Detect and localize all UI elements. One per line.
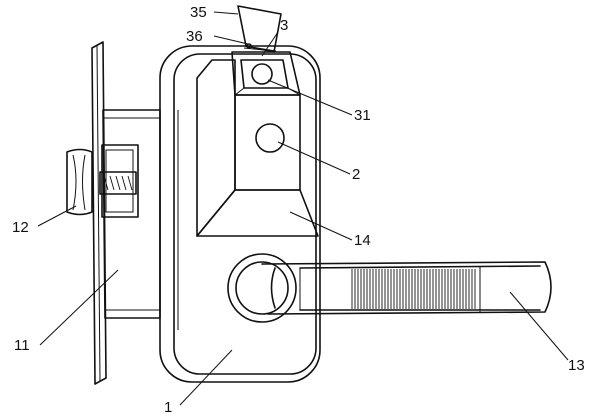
label-14: 14 xyxy=(354,232,371,249)
label-1: 1 xyxy=(164,399,172,416)
label-11: 11 xyxy=(14,337,30,354)
hinge xyxy=(243,43,265,51)
lock-housing xyxy=(159,45,321,383)
label-31: 31 xyxy=(354,107,371,124)
label-36: 36 xyxy=(186,28,203,45)
label-12: 12 xyxy=(12,219,29,236)
label-3: 3 xyxy=(280,17,288,34)
latch-bolt xyxy=(66,148,137,216)
label-13: 13 xyxy=(568,357,585,374)
label-2: 2 xyxy=(352,166,360,183)
mortise-body xyxy=(101,109,161,319)
faceplate xyxy=(91,41,107,385)
lever-handle xyxy=(227,253,552,323)
label-35: 35 xyxy=(190,4,207,21)
reference-labels: 35 36 3 31 2 14 12 11 13 1 xyxy=(12,4,585,416)
flip-cover xyxy=(237,5,282,53)
leader-lines xyxy=(37,11,569,406)
module-block xyxy=(196,59,319,237)
